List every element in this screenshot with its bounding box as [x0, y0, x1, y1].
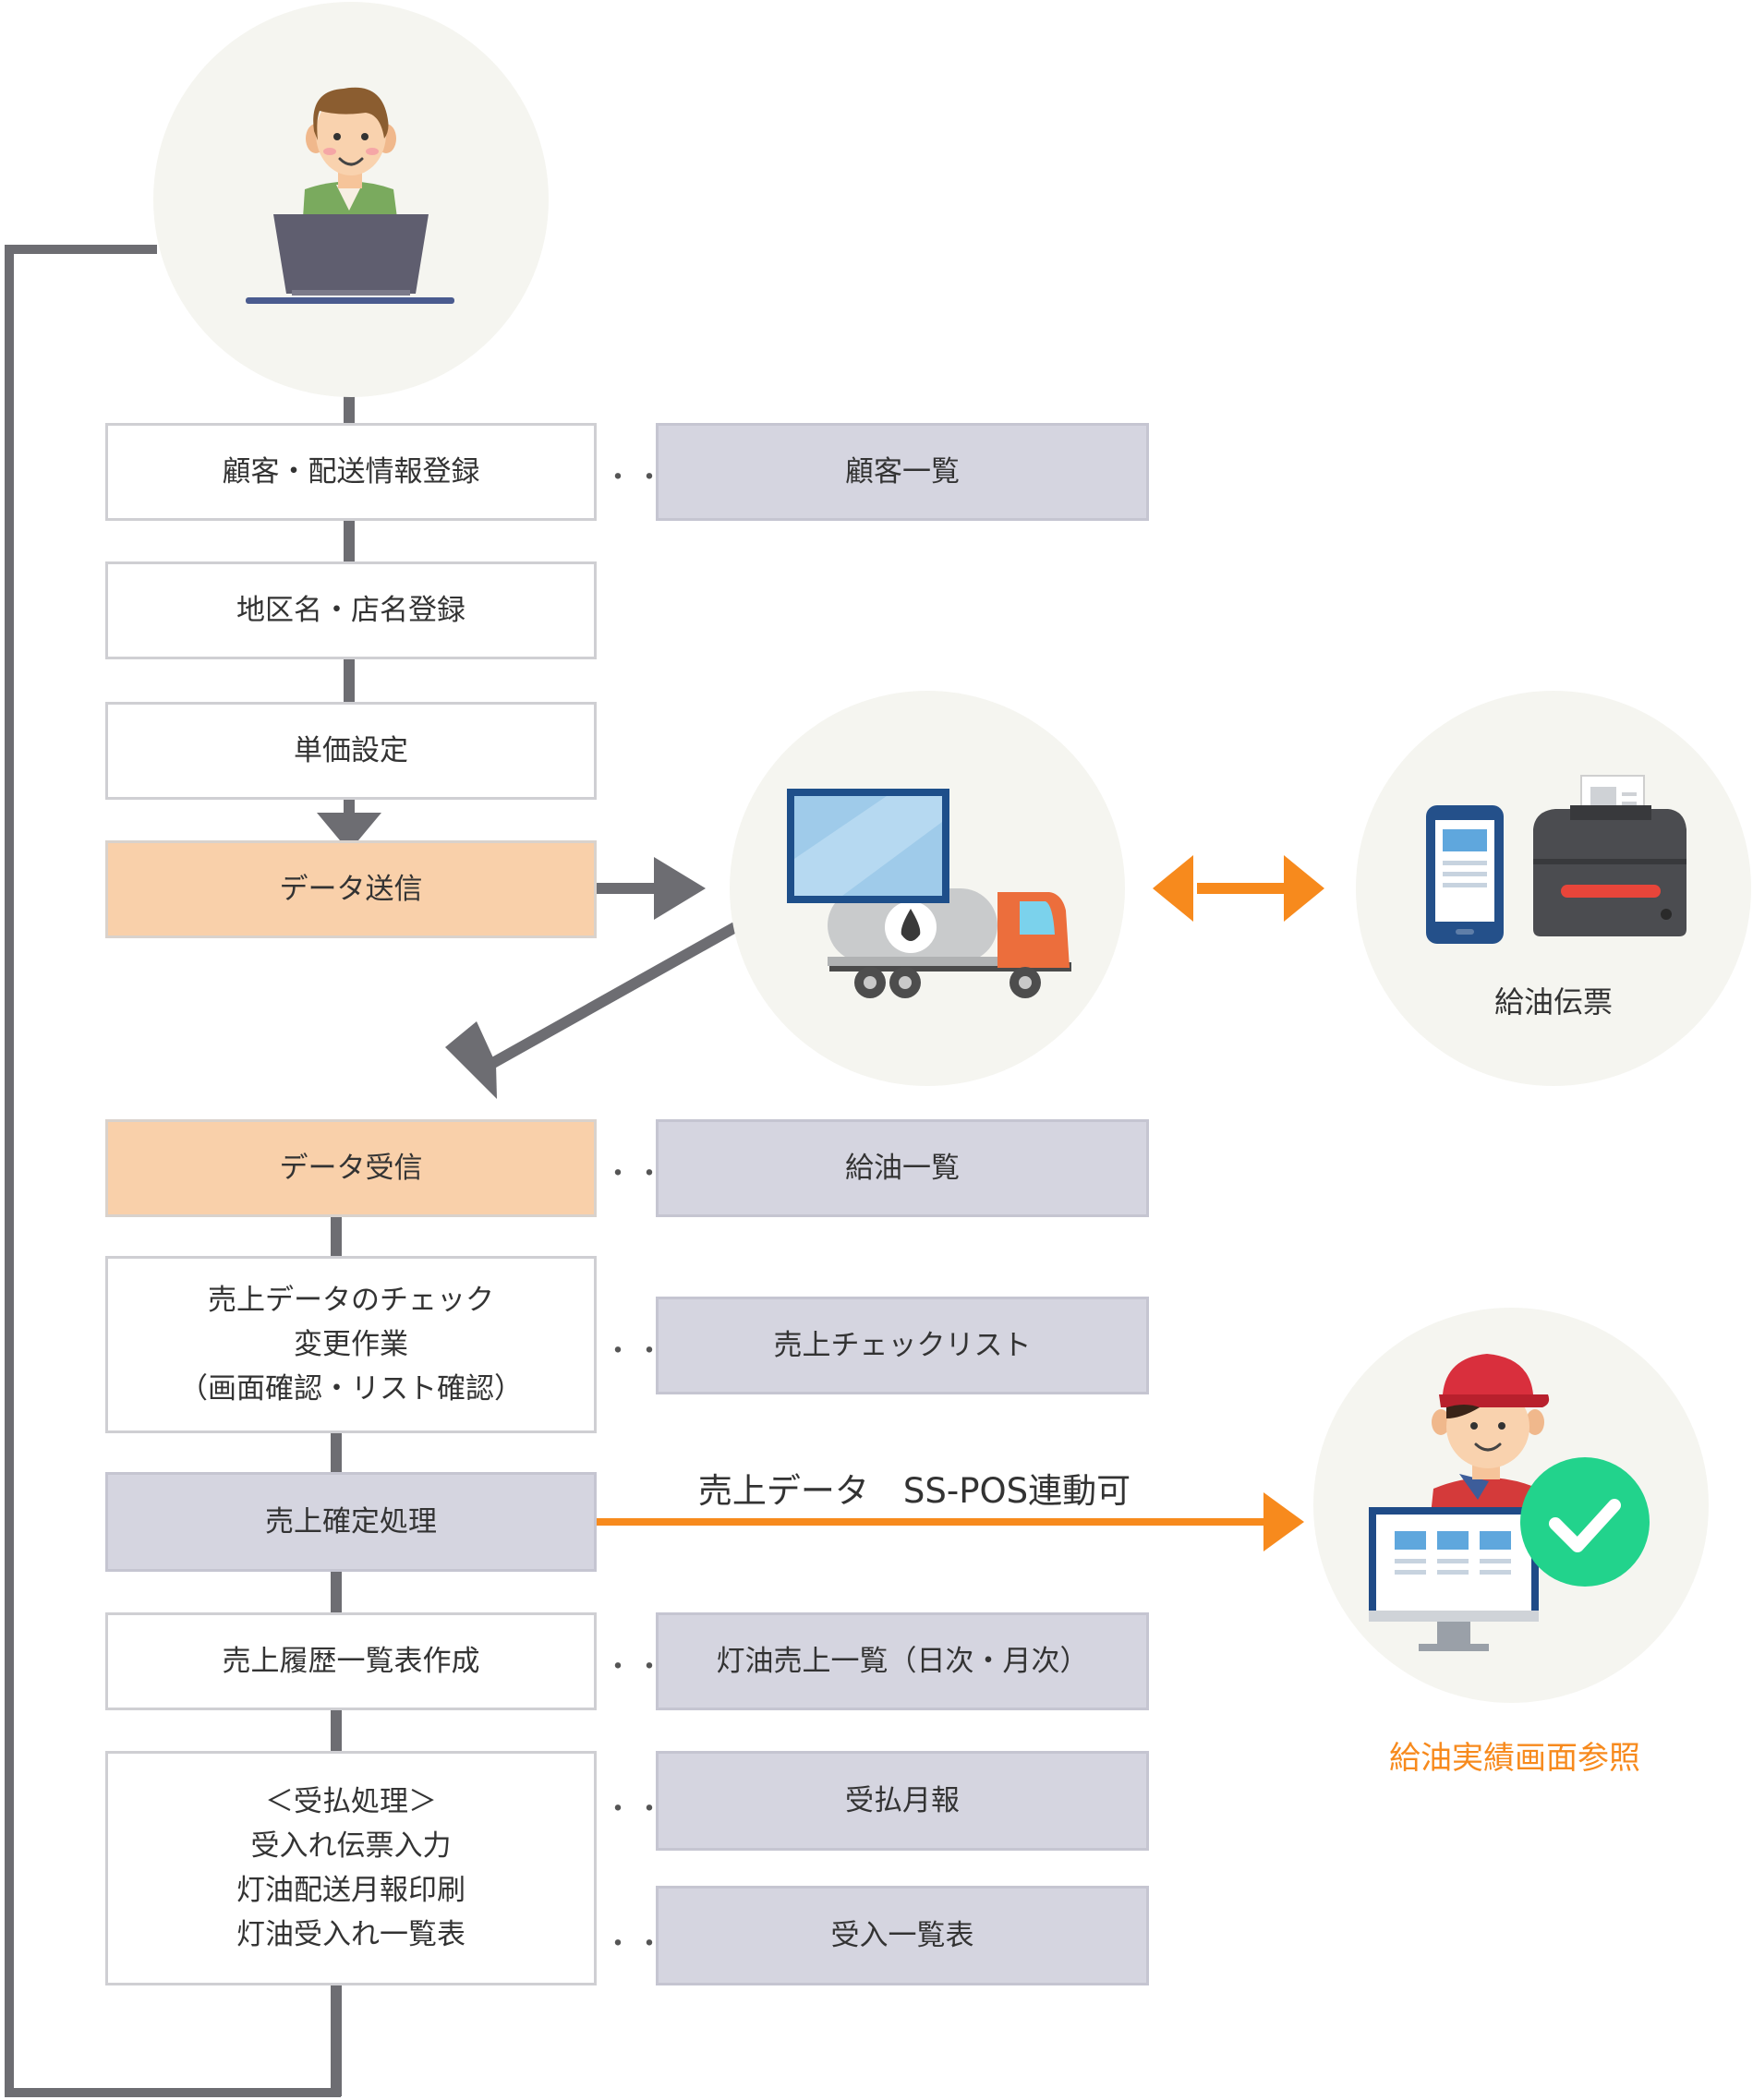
sync-arrowhead-right — [1284, 855, 1324, 922]
output-receipt-list: 受入一覧表 — [656, 1886, 1149, 1985]
refuel-slip-label: 給油伝票 — [1493, 984, 1613, 1020]
staff-monitor-icon — [1369, 1354, 1550, 1651]
user-laptop-icon — [246, 87, 454, 304]
ss-pos-label: 売上データ SS-POS連動可 — [697, 1471, 1131, 1511]
receive-arrow-line — [489, 922, 738, 1069]
step-unit-price: 単価設定 — [105, 702, 597, 800]
step-sales-confirm: 売上確定処理 — [105, 1472, 597, 1572]
check-icon — [1520, 1457, 1650, 1587]
step-sales-check: 売上データのチェック 変更作業 （画面確認・リスト確認） — [105, 1256, 597, 1433]
step-customer-registration: 顧客・配送情報登録 — [105, 423, 597, 521]
step-data-send: データ送信 — [105, 840, 597, 938]
output-customer-list: 顧客一覧 — [656, 423, 1149, 521]
sync-arrowhead-left — [1153, 855, 1193, 922]
step-sales-history: 売上履歴一覧表作成 — [105, 1612, 597, 1710]
step-area-registration: 地区名・店名登録 — [105, 561, 597, 659]
output-monthly-report: 受払月報 — [656, 1751, 1149, 1851]
smartphone-icon — [1426, 805, 1504, 944]
output-kerosene-sales: 灯油売上一覧（日次・月次） — [656, 1612, 1149, 1710]
down-arrow — [317, 813, 381, 851]
receipt-printer-icon — [1533, 775, 1687, 936]
receive-arrowhead — [445, 1021, 497, 1099]
send-arrowhead — [654, 857, 706, 920]
refuel-result-label: 給油実績画面参照 — [1389, 1740, 1640, 1777]
pos-arrowhead — [1263, 1492, 1304, 1551]
output-sales-checklist: 売上チェックリスト — [656, 1297, 1149, 1394]
step-receipt-processing: ＜受払処理＞ 受入れ伝票入力 灯油配送月報印刷 灯油受入れ一覧表 — [105, 1751, 597, 1985]
output-refuel-list: 給油一覧 — [656, 1119, 1149, 1217]
step-data-receive: データ受信 — [105, 1119, 597, 1217]
tanker-truck-icon — [787, 789, 1071, 998]
